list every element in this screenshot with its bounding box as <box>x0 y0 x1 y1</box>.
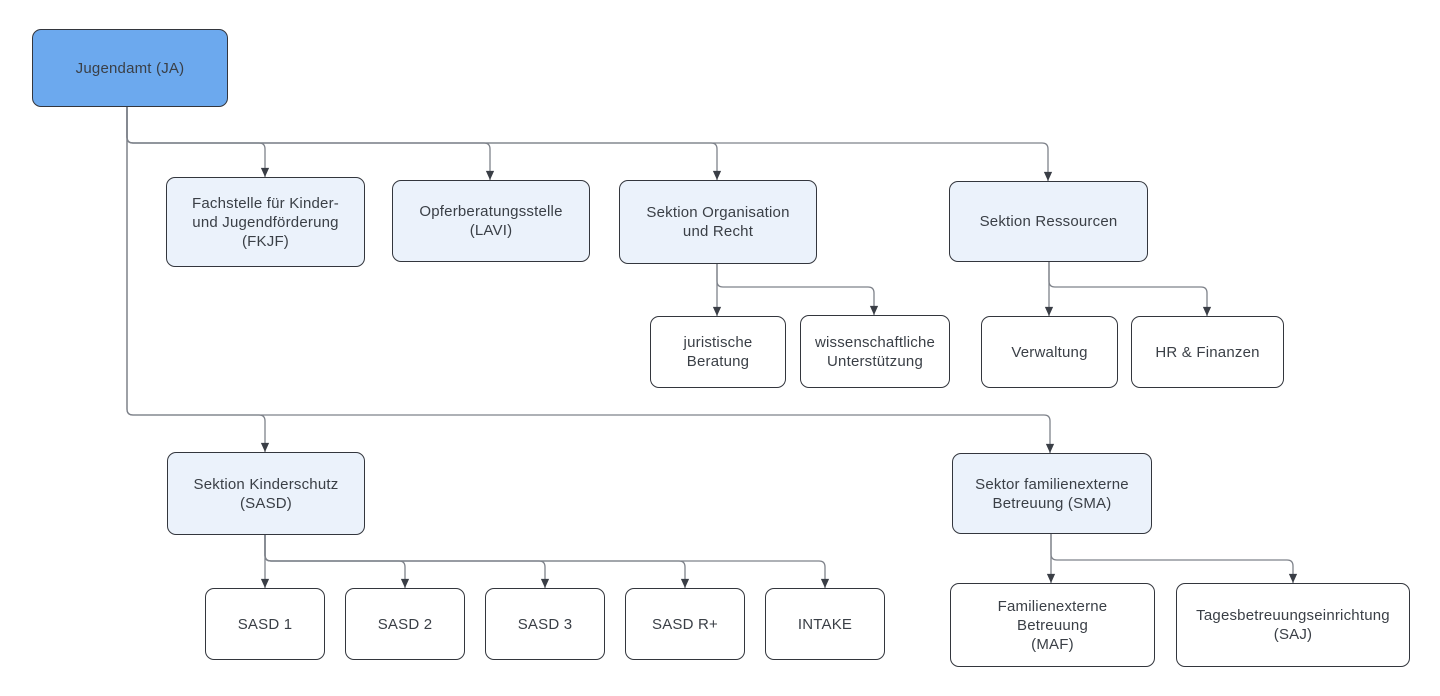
node-sektor-sma-label-line: Betreuung (SMA) <box>992 494 1112 512</box>
node-sasd-r-plus-label-line: SASD R+ <box>651 615 718 633</box>
node-sasd-3: SASD 3 <box>485 588 605 660</box>
node-wissenschaftliche-unterstuetzung-label-line: wissenschaftliche <box>814 333 936 351</box>
node-fkjf: Fachstelle für Kinder-und Jugendförderun… <box>166 177 365 267</box>
node-juristische-beratung-label-line: Beratung <box>686 353 750 370</box>
node-hr-finanzen-label-line: HR & Finanzen <box>1155 343 1260 361</box>
edge-jugendamt-fkjf <box>126 107 270 177</box>
node-fkjf-label-line: (FKJF) <box>241 232 290 250</box>
node-jugendamt-label-line: Jugendamt (JA) <box>75 59 185 77</box>
node-verwaltung: Verwaltung <box>981 316 1118 388</box>
node-sasd-3-label-line: SASD 3 <box>517 615 573 633</box>
node-sektion-ressourcen-label-line: Sektion Ressourcen <box>979 213 1118 230</box>
node-saj: Tagesbetreuungseinrichtung (SAJ) <box>1176 583 1410 667</box>
node-sektion-kinderschutz-label-line: (SASD) <box>239 494 293 512</box>
node-sasd-2: SASD 2 <box>345 588 465 660</box>
node-sasd-1: SASD 1 <box>205 588 325 660</box>
edge-jugendamt-sektor-sma <box>126 107 1055 453</box>
node-maf-label-line: Familienexterne <box>997 597 1108 615</box>
node-jugendamt: Jugendamt (JA) <box>32 29 228 107</box>
node-fkjf-label-line: und Jugendförderung <box>192 213 339 231</box>
node-sektor-sma-label-line: Sektor familienexterne <box>975 475 1129 493</box>
node-sektion-kinderschutz: Sektion Kinderschutz(SASD) <box>167 452 365 535</box>
node-sasd-r-plus: SASD R+ <box>625 588 745 660</box>
node-wissenschaftliche-unterstuetzung-label-line: Unterstützung <box>827 352 923 370</box>
edge-jugendamt-sektion-kinderschutz <box>126 107 270 452</box>
node-sektion-organisation-recht: Sektion Organisation und Recht <box>619 180 817 264</box>
edge-sektor-sma-saj <box>1050 534 1298 583</box>
node-lavi: Opferberatungsstelle (LAVI) <box>392 180 590 262</box>
node-fkjf-label-line: Fachstelle für Kinder- <box>192 194 339 212</box>
node-sektion-organisation-recht-label-line: und Recht <box>682 223 754 240</box>
edge-sektion-kinderschutz-intake <box>264 535 830 588</box>
node-intake: INTAKE <box>765 588 885 660</box>
node-juristische-beratung-label-line: juristische <box>683 334 753 351</box>
node-sasd-2-label-line: SASD 2 <box>377 615 433 633</box>
node-sektion-ressourcen: Sektion Ressourcen <box>949 181 1148 262</box>
node-saj-label-line: Tagesbetreuungseinrichtung <box>1196 607 1390 624</box>
node-intake-label-line: INTAKE <box>797 615 853 633</box>
node-maf-label-line: Betreuung <box>1016 616 1089 634</box>
edge-sektion-ressourcen-hr-finanzen <box>1048 262 1212 316</box>
node-lavi-label-line: (LAVI) <box>469 222 513 239</box>
edge-sektion-organisation-recht-wissenschaftliche-unterstuetzung <box>716 264 879 315</box>
node-hr-finanzen: HR & Finanzen <box>1131 316 1284 388</box>
node-sektion-kinderschutz-label-line: Sektion Kinderschutz <box>193 475 339 493</box>
node-sektion-organisation-recht-label-line: Sektion Organisation <box>646 204 790 221</box>
node-sasd-1-label-line: SASD 1 <box>237 615 293 633</box>
node-verwaltung-label-line: Verwaltung <box>1011 343 1088 361</box>
node-saj-label-line: (SAJ) <box>1273 626 1313 643</box>
node-maf-label-line: (MAF) <box>1031 635 1074 653</box>
node-lavi-label-line: Opferberatungsstelle <box>419 203 563 220</box>
